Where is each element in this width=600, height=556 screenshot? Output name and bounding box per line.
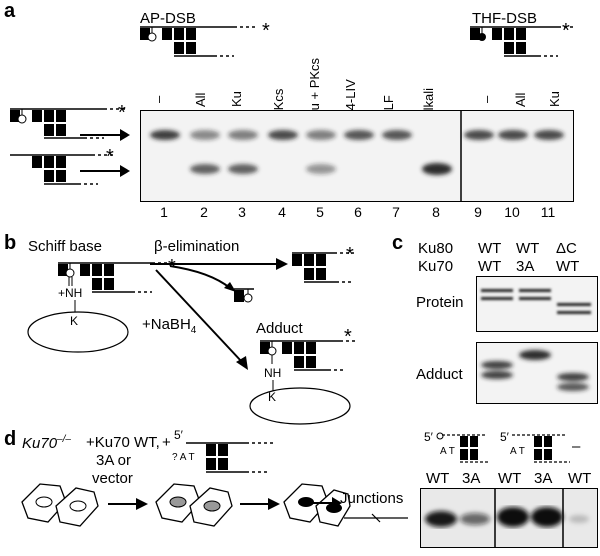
lane-d-1: WT xyxy=(426,470,450,487)
lane-d-3: WT xyxy=(498,470,522,487)
lane-number-6: 6 xyxy=(354,204,362,220)
schiff-base-substrate-icon xyxy=(58,262,168,293)
lane-label-10: All xyxy=(513,92,528,107)
lane-number-4: 4 xyxy=(278,204,286,220)
adduct-substrate-icon xyxy=(260,340,358,371)
product1-star: * xyxy=(118,102,126,124)
vector-label: vector xyxy=(92,470,133,487)
ku80-label: Ku80 xyxy=(418,240,454,257)
lane-number-11: 11 xyxy=(540,204,556,220)
ku70-null-label: Ku70–/– xyxy=(22,434,71,452)
nabh4-label: +NaBH4 xyxy=(142,316,196,336)
beta-elimination-label: β-elimination xyxy=(154,238,240,255)
arrow-right-icon xyxy=(80,165,130,177)
lane-number-1: 1 xyxy=(160,204,168,220)
3a-or-label: 3A or xyxy=(96,452,132,469)
lane-d-2: 3A xyxy=(462,470,481,487)
substrate-closed-icon xyxy=(512,434,570,463)
col1-ku70: WT xyxy=(478,258,502,275)
adduct-k-label: K xyxy=(268,390,277,404)
schiff-base-label: Schiff base xyxy=(28,238,102,255)
five-prime-label: 5′ xyxy=(174,428,183,442)
panel-b-letter: b xyxy=(4,232,17,254)
col3-ku70: WT xyxy=(556,258,580,275)
lane-label-11: Ku xyxy=(547,91,562,107)
lane-number-9: 9 xyxy=(474,204,482,220)
lane-label-9: – xyxy=(479,95,494,103)
col2-ku80: WT xyxy=(516,240,540,257)
protein-label: Protein xyxy=(416,294,464,311)
arrow-right-icon xyxy=(80,129,130,141)
gel-panel-a xyxy=(140,110,574,202)
panel-a-letter: a xyxy=(4,0,16,22)
dash-label: – xyxy=(572,438,581,455)
lane-number-8: 8 xyxy=(432,204,440,220)
nabh-text: +NaBH xyxy=(142,316,191,333)
cells-workflow-diagram xyxy=(21,483,351,527)
lane-label-2: All xyxy=(193,92,208,107)
lane-label-3: Ku xyxy=(229,91,244,107)
col1-ku80: WT xyxy=(478,240,502,257)
ku70-text: Ku70 xyxy=(22,435,58,452)
plus-label: + xyxy=(162,434,171,451)
ku70-label: Ku70 xyxy=(418,258,454,275)
lane-label-1: – xyxy=(151,95,166,103)
lane-number-3: 3 xyxy=(238,204,246,220)
thf-dsb-label: THF-DSB xyxy=(472,10,537,27)
adduct-bond-line xyxy=(272,380,274,392)
beta-product-star: * xyxy=(346,244,354,266)
thf-dsb-substrate-icon xyxy=(470,26,576,57)
adduct-star: * xyxy=(344,326,352,348)
full-length-product-icon xyxy=(10,108,126,139)
junctions-label: Junctions xyxy=(340,490,404,507)
lane-number-7: 7 xyxy=(392,204,400,220)
beta-elimination-arrows xyxy=(150,258,288,370)
panel-d-letter: d xyxy=(4,428,17,450)
beta-elim-product-icon xyxy=(292,252,354,283)
lysine-k-label: K xyxy=(70,314,79,328)
junction-dna-icon xyxy=(344,513,408,523)
ap-dsb-label: AP-DSB xyxy=(140,10,196,27)
adduct-ku-ellipse xyxy=(249,387,351,425)
adduct-label: Adduct xyxy=(256,320,303,337)
product2-star: * xyxy=(106,146,114,168)
col3-ku80: ΔC xyxy=(556,240,577,257)
lane-d-5: WT xyxy=(568,470,592,487)
junction-gel xyxy=(420,488,598,548)
protein-gel xyxy=(476,276,598,332)
ku70-wt-label: +Ku70 WT, xyxy=(86,434,160,451)
ku-protein-ellipse xyxy=(27,311,129,353)
arrow-right-icon xyxy=(312,497,342,509)
lane-d-4: 3A xyxy=(534,470,553,487)
excised-product-icon xyxy=(10,154,114,185)
ku70-superscript: –/– xyxy=(57,434,71,445)
released-sugar-icon xyxy=(234,288,254,303)
five-prime-b: 5′ xyxy=(500,430,509,444)
adduct-gel xyxy=(476,342,598,404)
transfected-substrate-icon xyxy=(186,442,276,473)
five-prime-a: 5′ xyxy=(424,430,433,444)
at-a: A T xyxy=(440,446,455,457)
lane-number-2: 2 xyxy=(200,204,208,220)
lane-number-5: 5 xyxy=(316,204,324,220)
ap-dsb-substrate-icon xyxy=(140,26,256,57)
thf-star: * xyxy=(562,20,570,42)
lane-number-10: 10 xyxy=(504,204,520,220)
panel-c-letter: c xyxy=(392,232,404,254)
substrate-open-icon xyxy=(436,432,490,463)
ap-star: * xyxy=(262,20,270,42)
at-b: A T xyxy=(510,446,525,457)
nabh-subscript: 4 xyxy=(190,325,197,336)
col2-ku70: 3A xyxy=(516,258,535,275)
q-at-label: ? A T xyxy=(172,452,195,463)
adduct-nh-label: NH xyxy=(264,366,282,380)
nh-plus-label: +NH xyxy=(58,286,83,300)
adduct-gel-label: Adduct xyxy=(416,366,463,383)
